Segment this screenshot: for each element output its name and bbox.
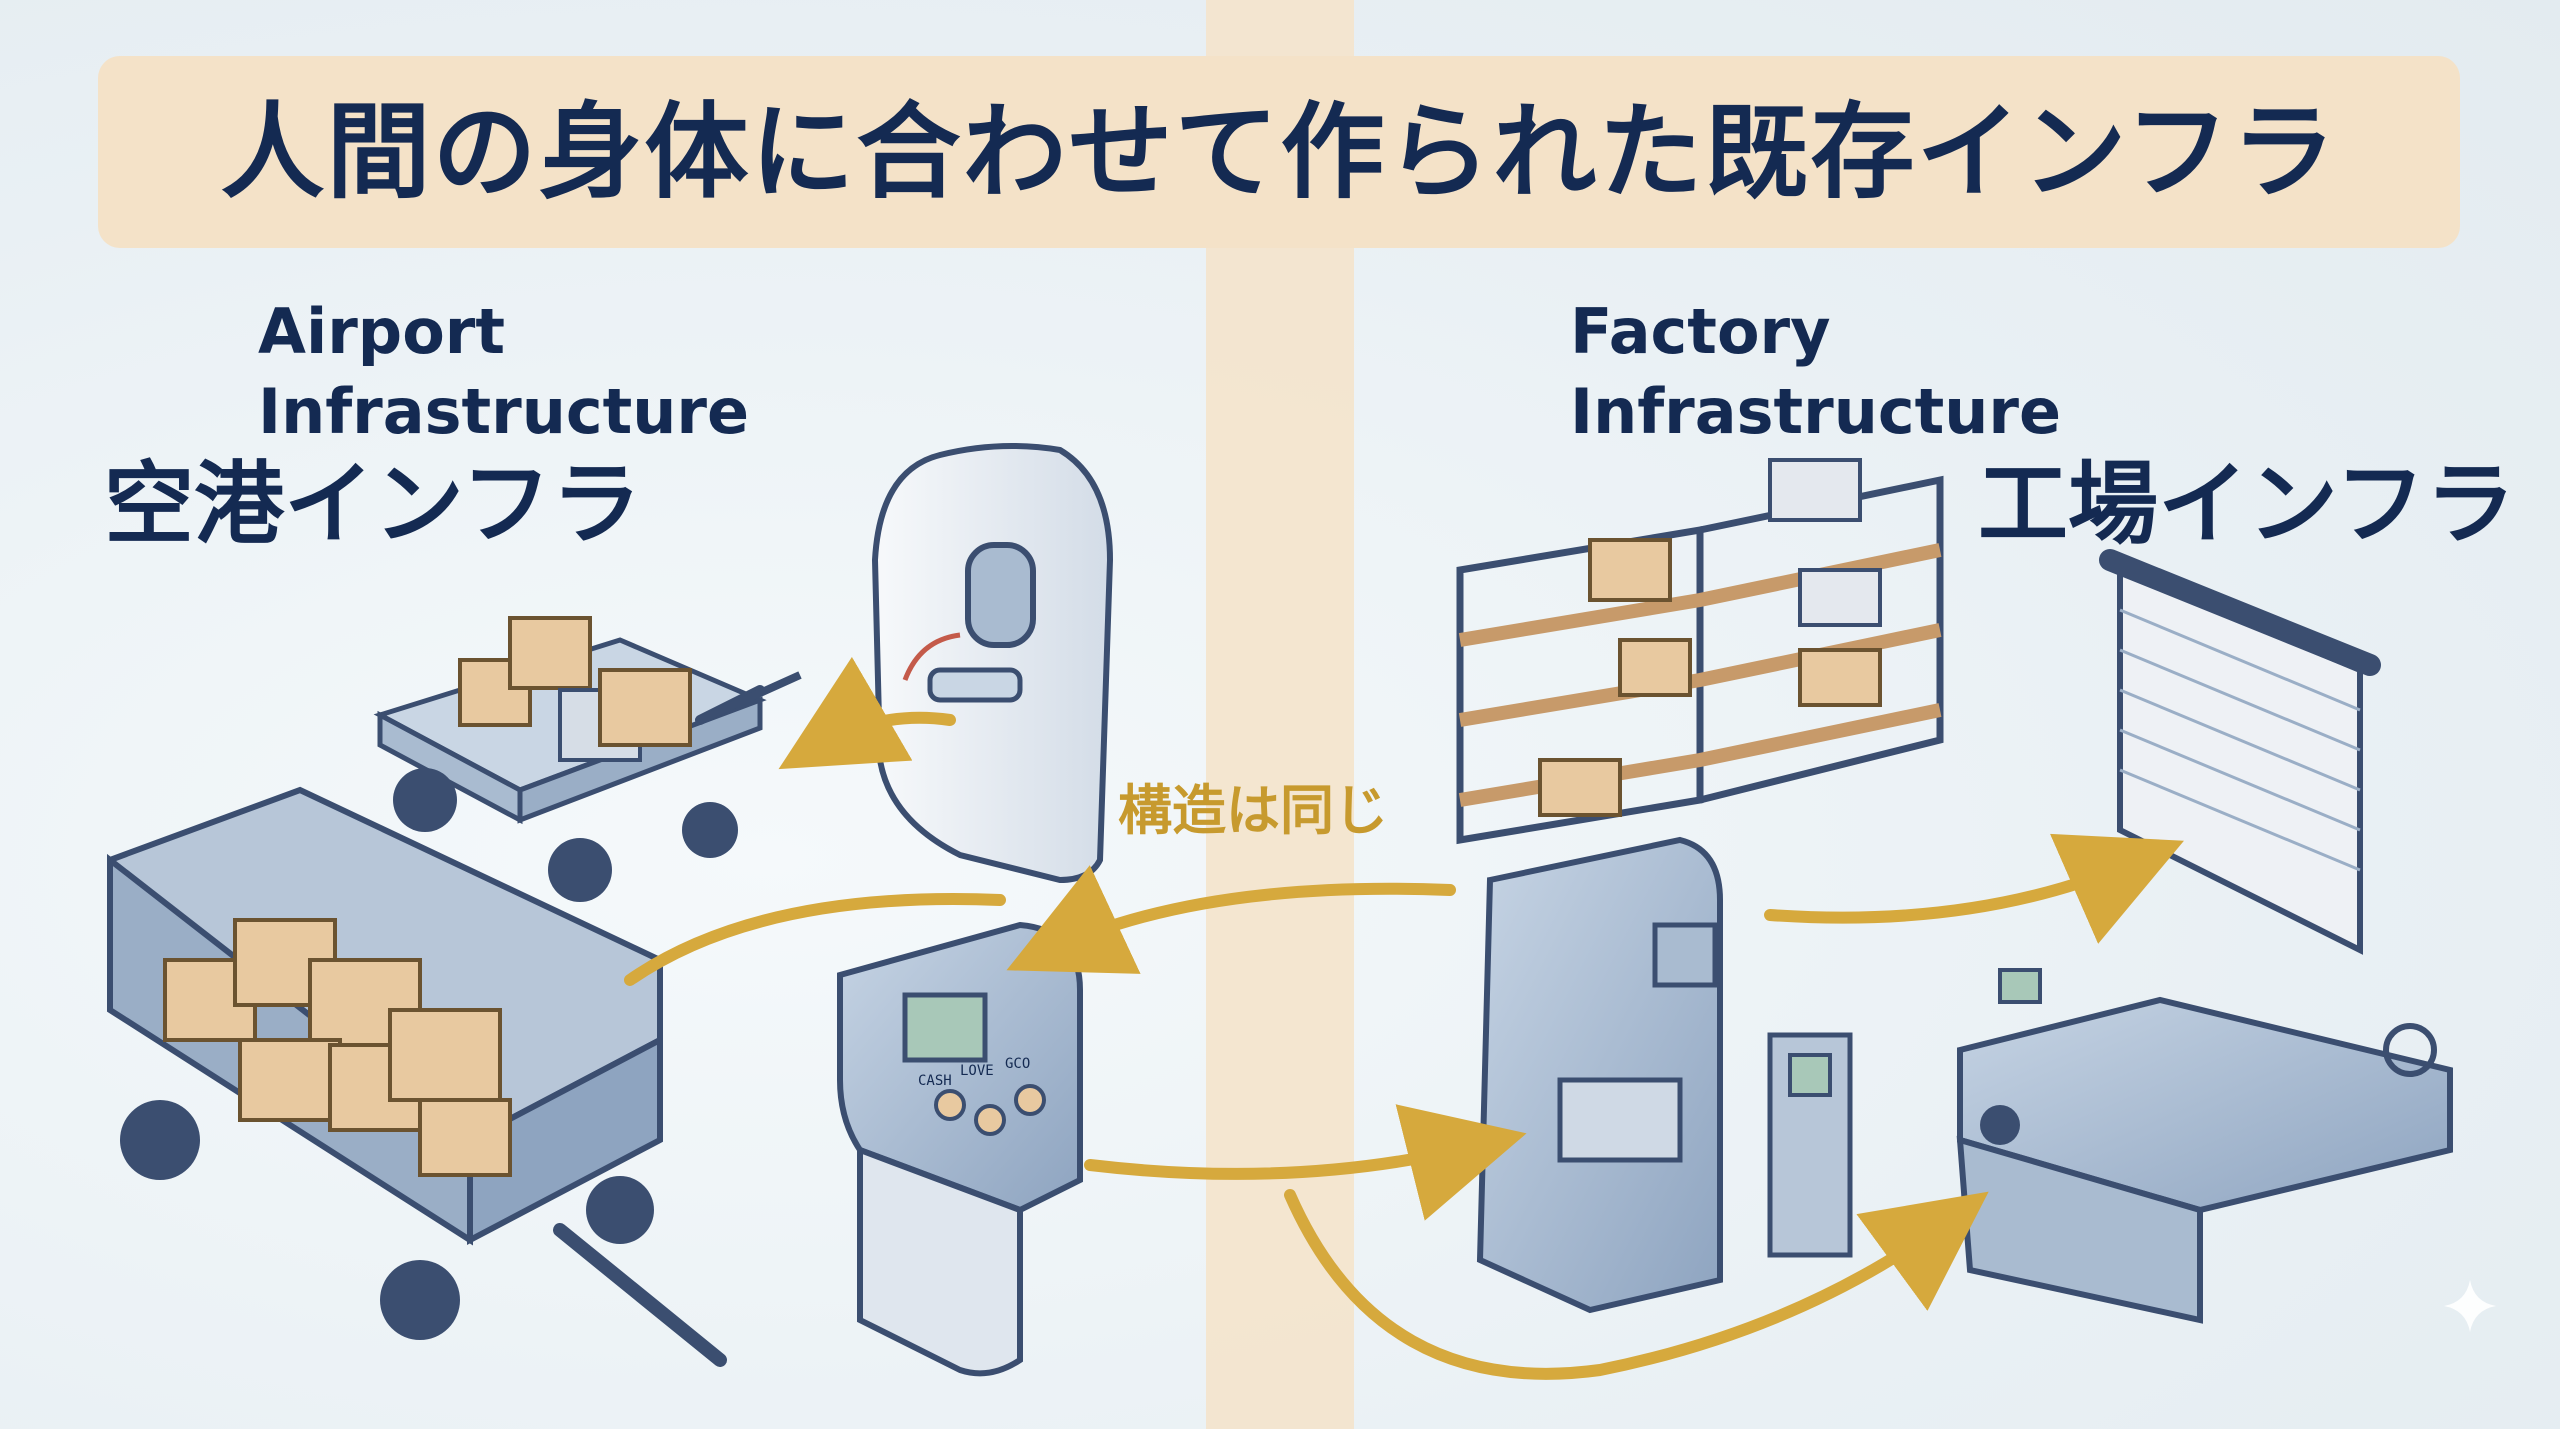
arrow-press-to-kiosk: [1006, 865, 1456, 974]
kiosk-label-2: LOVE: [960, 1063, 994, 1079]
sparkle-icon: [2444, 1280, 2496, 1332]
connection-arrows: [624, 656, 2184, 1380]
roller-shutter-door: [2099, 549, 2381, 955]
arrow-door-to-cart: [778, 656, 956, 770]
same-structure-label: 構造は同じ: [1118, 779, 1388, 842]
luggage-cart-small: [373, 616, 802, 902]
check-in-kiosk: CASH LOVE GCO: [837, 921, 1083, 1377]
arrow-kiosk-to-press: [1084, 1104, 1527, 1221]
arrow-press-to-shutter: [1764, 833, 2184, 944]
title-banner: 人間の身体に合わせて作られた既存インフラ: [98, 56, 2460, 248]
kiosk-label-3: GCO: [1005, 1056, 1030, 1072]
shelving-rack: [1456, 458, 1944, 845]
page-title: 人間の身体に合わせて作られた既存インフラ: [220, 91, 2338, 213]
arrow-to-trolley: [624, 893, 1006, 986]
arrow-kiosk-to-lathe: [1284, 1189, 1989, 1380]
airport-label-en: Airport Infrastructure: [258, 295, 750, 448]
luggage-trolley-large: [107, 786, 727, 1367]
press-machine: [1476, 836, 1853, 1314]
factory-label-jp: 工場インフラ: [1978, 452, 2516, 557]
aircraft-door: [871, 443, 1114, 884]
kiosk-label-1: CASH: [918, 1073, 952, 1089]
lathe-machine: [1956, 968, 2453, 1324]
airport-label-jp: 空港インフラ: [104, 452, 642, 557]
factory-label-en: Factory Infrastructure: [1570, 295, 2062, 448]
